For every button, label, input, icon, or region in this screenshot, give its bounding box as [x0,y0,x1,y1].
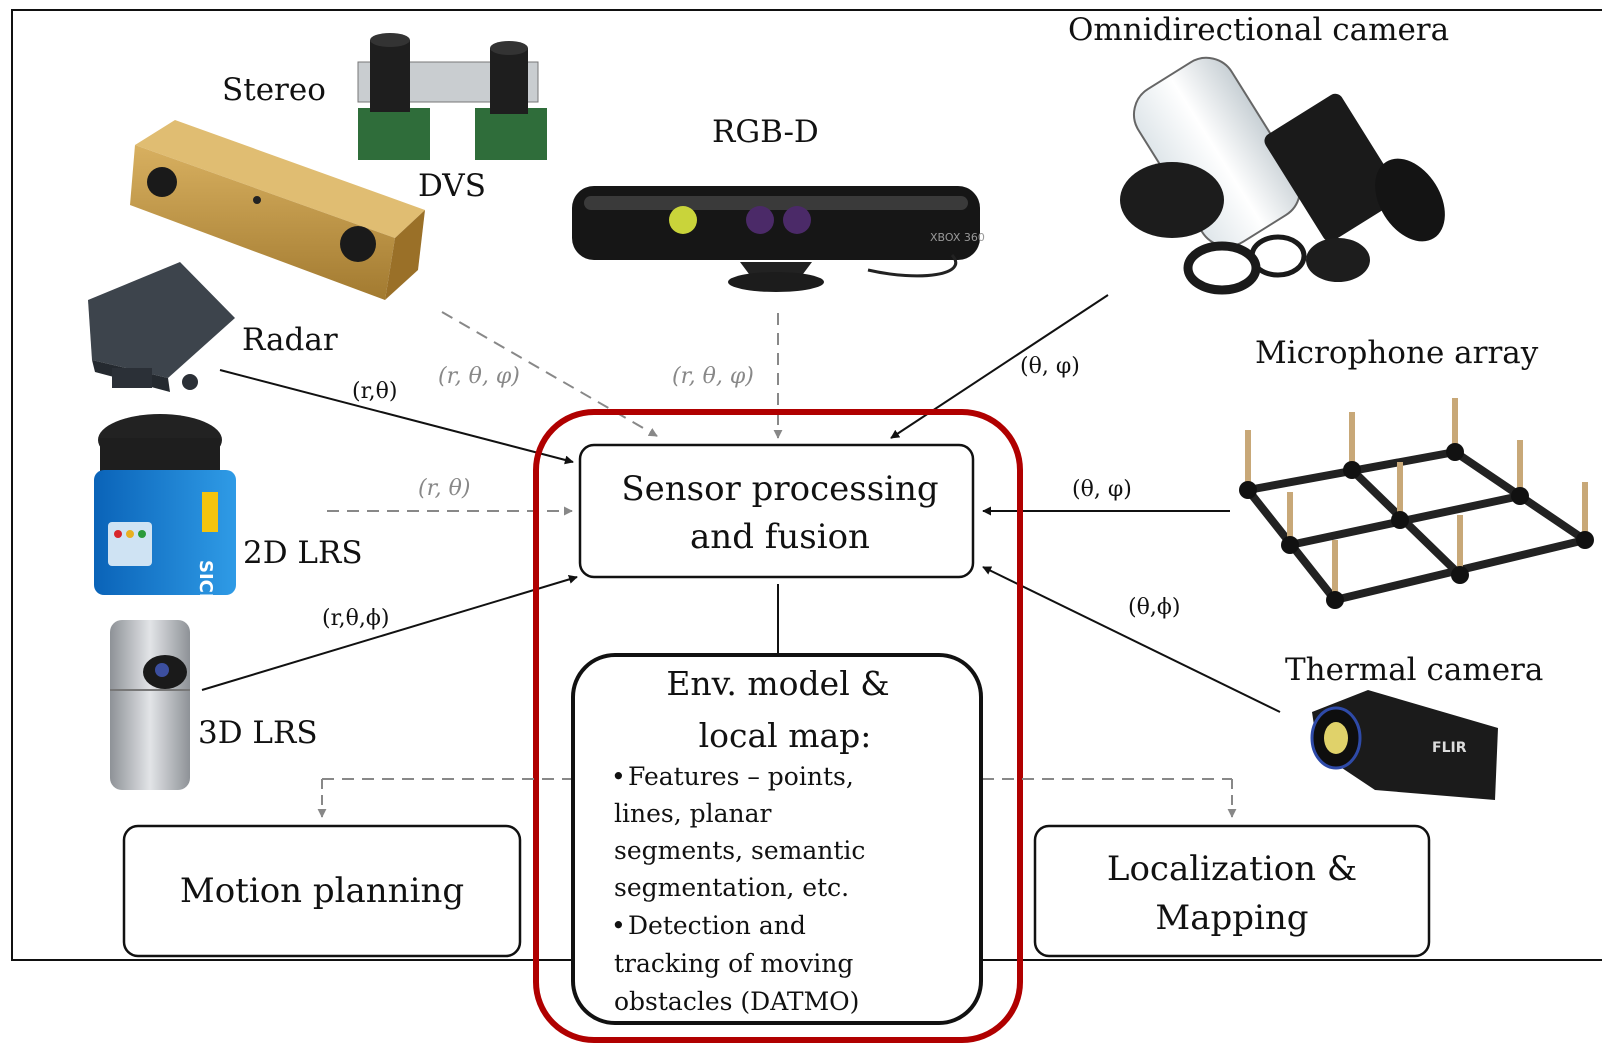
motion-planning-box [122,824,522,958]
localization-label-line1: Localization & [1107,849,1357,889]
3d-lrs-arrow [201,575,578,691]
thermal-arrow [982,566,1281,713]
env-bullet2-line1: Detection and [628,911,806,940]
sensor-fusion-title-line2: and fusion [690,517,870,557]
kinect-brand-text: XBOX 360 [930,231,985,244]
radar-label: Radar [242,322,338,358]
2d-lrs-edge-label: (r, θ) [418,476,471,501]
env-bullet1-line4: segmentation, etc. [614,873,849,902]
env-bullet1-line3: segments, semantic [614,836,865,865]
localization-mapping-box [1033,824,1431,958]
env-model-box [571,653,983,1025]
omnidirectional-camera-label: Omnidirectional camera [1068,12,1449,48]
central-highlight-border [533,409,1023,1043]
thermal-edge-label: (θ,ϕ) [1128,595,1180,620]
thermal-camera-image: FLIR [1310,690,1498,800]
radar-sensor-image [88,262,235,392]
env-bullet1-line2: lines, planar [614,799,772,828]
microphone-array-label: Microphone array [1255,335,1539,371]
2d-lrs-sick-image: SICK [94,414,236,608]
radar-edge-label: (r,θ) [352,379,398,404]
dvs-camera-image [357,33,547,160]
motion-planning-label: Motion planning [180,871,464,911]
microphone-array-image [1239,398,1594,609]
sick-brand-text: SICK [195,560,216,608]
sensor-fusion-box [578,443,975,579]
env-bullet2-line2: tracking of moving [614,949,853,978]
3d-lrs-edge-label: (r,θ,ϕ) [322,606,390,631]
omni-edge-label: (θ, φ) [1020,354,1080,379]
3d-lrs-image [110,620,190,790]
rgbd-edge-label: (r, θ, φ) [672,364,754,389]
env-bullet2-line3: obstacles (DATMO) [614,987,859,1016]
rgbd-kinect-image: XBOX 360 [572,186,985,292]
env-bullet1-line1: Features – points, [628,762,854,791]
rgbd-label: RGB-D [712,114,819,150]
localization-label-line2: Mapping [1155,898,1308,938]
3d-lrs-label: 3D LRS [198,715,318,751]
flir-brand-text: FLIR [1432,740,1467,756]
stereo-edge-label: (r, θ, φ) [438,364,520,389]
dvs-label: DVS [418,168,486,204]
env-model-title-line2: local map: [699,716,872,755]
radar-arrow [219,369,574,465]
omnidirectional-camera-image [1120,56,1445,295]
mic-edge-label: (θ, φ) [1072,477,1132,502]
bullet-dot: • [611,762,626,791]
env-model-title-line1: Env. model & [666,664,889,703]
stereo-camera-image [130,120,425,300]
bullet-dot: • [611,911,626,940]
2d-lrs-label: 2D LRS [243,535,363,571]
stereo-dashed-arrow [441,311,658,437]
stereo-label: Stereo [222,72,326,108]
sensor-fusion-title-line1: Sensor processing [621,469,938,509]
thermal-camera-label: Thermal camera [1285,652,1543,688]
